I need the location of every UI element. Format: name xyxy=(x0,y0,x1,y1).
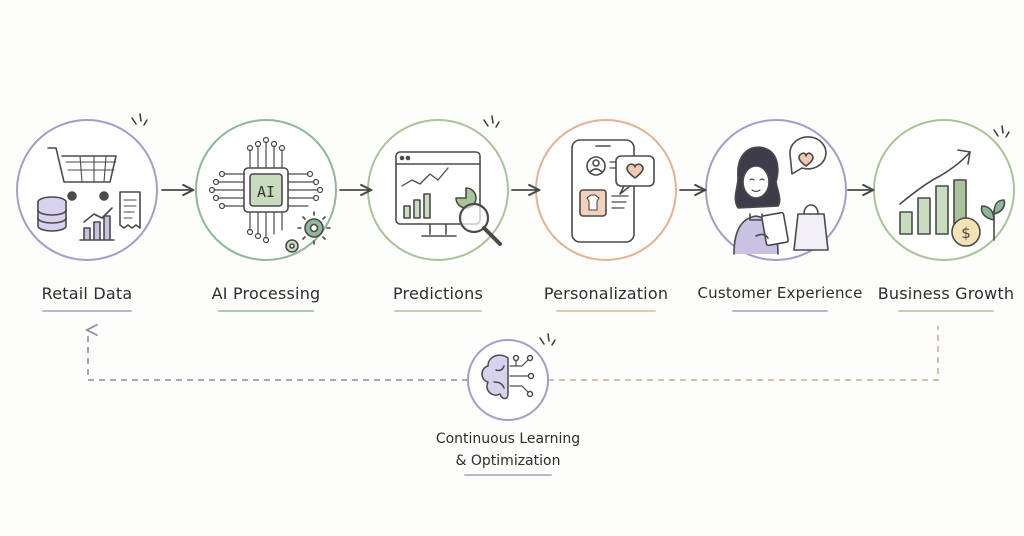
feedback-underline xyxy=(464,474,552,476)
svg-text:$: $ xyxy=(961,224,971,242)
step-label-customer-experience: Customer Experience xyxy=(697,284,863,302)
step-underline xyxy=(42,310,132,312)
step-underline xyxy=(556,310,656,312)
shopping-cart-database-receipt-icon xyxy=(37,147,141,241)
feedback-loop-left xyxy=(88,330,468,381)
feedback-label: Continuous Learning & Optimization xyxy=(436,428,580,472)
step-label-business-growth: Business Growth xyxy=(877,284,1015,303)
brain-network-icon xyxy=(481,354,535,400)
monitor-chart-magnifier-icon xyxy=(395,151,502,246)
feedback-loop-right xyxy=(548,326,939,381)
step-underline xyxy=(732,310,828,312)
step-underline xyxy=(898,310,994,312)
feedback-label-line1: Continuous Learning xyxy=(435,431,581,447)
feedback-label-line2: & Optimization xyxy=(455,453,561,469)
step-underline xyxy=(218,310,314,312)
step-label-retail-data: Retail Data xyxy=(41,284,133,303)
phone-profile-heart-icon xyxy=(571,139,655,243)
step-underline xyxy=(394,310,482,312)
step-label-ai-processing: AI Processing xyxy=(211,284,321,303)
ai-chip-gear-icon: AI xyxy=(208,136,331,253)
woman-tablet-shopping-bag-icon xyxy=(733,136,829,255)
step-label-personalization: Personalization xyxy=(543,284,669,303)
bar-chart-arrow-coin-plant-icon: $ xyxy=(899,149,1006,247)
sparkle-marks xyxy=(131,113,1010,346)
step-label-predictions: Predictions xyxy=(392,284,484,303)
svg-text:AI: AI xyxy=(257,183,275,201)
